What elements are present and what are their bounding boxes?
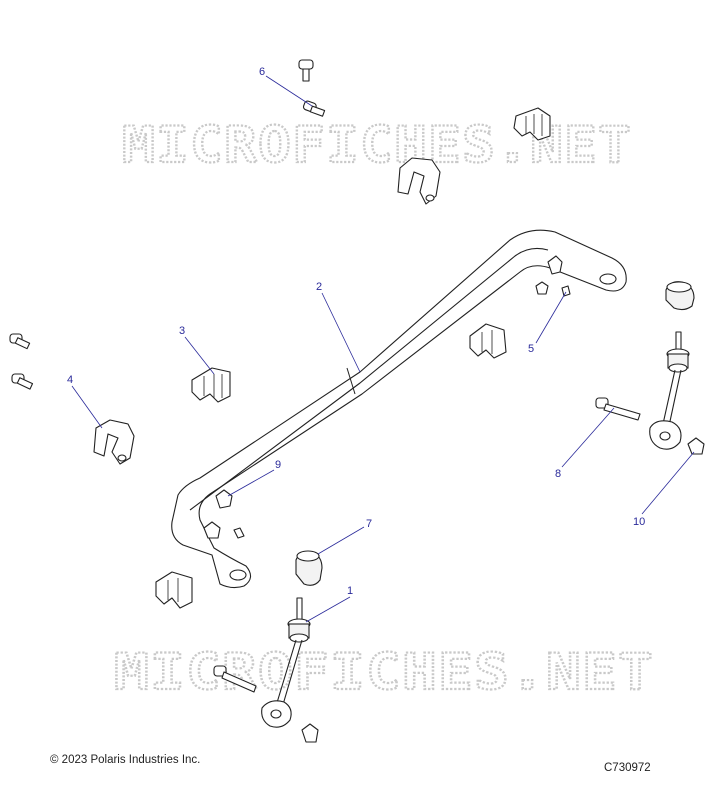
bolt-1 [213,665,257,693]
copyright-text: © 2023 Polaris Industries Inc. [50,754,201,766]
svg-text:10: 10 [633,516,645,528]
svg-text:4: 4 [67,374,73,386]
collar-right-lower [535,281,549,295]
callout-8: 8 [555,407,615,480]
callout-1: 1 [305,585,353,623]
callout-7: 7 [317,518,372,555]
bushing-right [469,323,507,359]
callout-3: 3 [179,325,215,375]
bolt-6-upper [298,59,314,82]
svg-text:3: 3 [179,325,185,337]
svg-text:5: 5 [528,343,534,355]
bushing-right-top [665,281,695,311]
svg-text:2: 2 [316,281,322,293]
link-rod-right [649,331,690,450]
bolt-4-upper [9,333,31,350]
callout-5: 5 [528,291,567,355]
svg-text:1: 1 [347,585,353,597]
bushing-top [513,107,551,141]
bolt-8 [595,397,641,421]
clamp-4 [93,419,135,465]
bushing-3 [191,367,231,403]
figure-code: C730972 [604,762,651,774]
svg-text:9: 9 [275,459,281,471]
collar-left [203,521,221,539]
nut-10 [687,437,705,455]
clamp-top [397,157,441,205]
link-rod-1 [261,597,311,728]
bushing-lower-left [155,571,193,609]
svg-text:8: 8 [555,468,561,480]
watermark-top: MICROFICHES.NET [122,116,632,174]
nut-9 [215,489,233,509]
callout-9: 9 [227,459,281,497]
screw-5 [561,285,571,297]
bolt-4-lower [11,373,34,390]
svg-text:6: 6 [259,66,265,78]
callout-4: 4 [67,374,103,429]
bolt-6-lower [302,100,326,117]
nut-1 [301,723,319,743]
watermark-bottom: MICROFICHES.NET [114,643,654,701]
stabilizer-bar [171,229,627,589]
callout-2: 2 [316,281,361,373]
svg-text:7: 7 [366,518,372,530]
collar-right-upper [547,255,563,275]
callout-6: 6 [259,66,313,107]
screw-left [233,527,245,539]
bushing-7 [295,550,323,586]
callout-10: 10 [633,451,695,528]
